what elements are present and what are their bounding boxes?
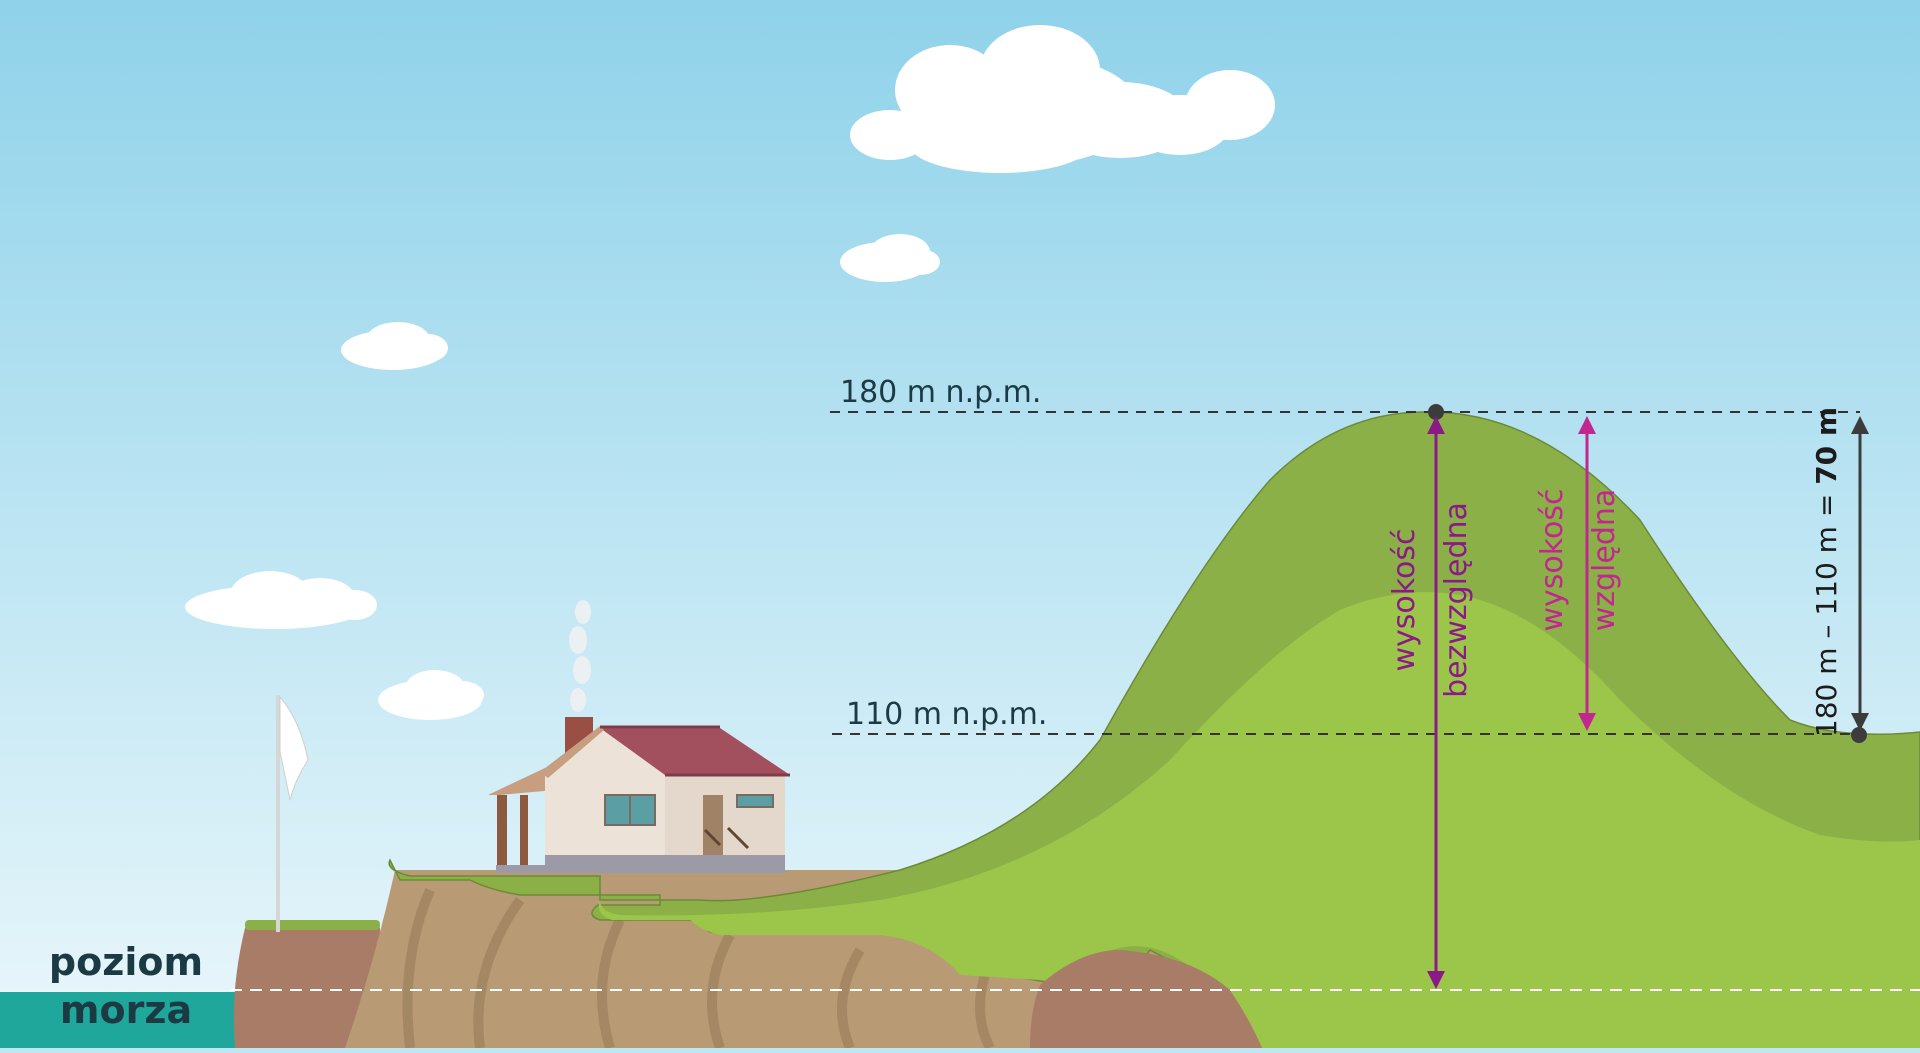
hill-rock <box>1030 950 1262 1048</box>
summit-point <box>1428 404 1444 420</box>
absolute-height-label-line2: bezwzględna <box>1439 502 1474 698</box>
cloud-small-1 <box>840 234 940 282</box>
clouds <box>185 25 1275 720</box>
flag-icon <box>276 695 309 932</box>
level-label-110: 110 m n.p.m. <box>846 697 1047 732</box>
level-label-180: 180 m n.p.m. <box>840 375 1041 410</box>
smoke <box>569 600 591 712</box>
absolute-height-label-line1: wysokość <box>1387 528 1422 671</box>
cloud-small-3 <box>185 571 377 629</box>
house-icon <box>488 717 790 873</box>
relative-height-label-line2: względna <box>1587 489 1622 632</box>
relative-height-label-line1: wysokość <box>1535 488 1570 631</box>
difference-calc-result: 70 m <box>1810 407 1843 485</box>
cloud-small-2 <box>341 322 448 370</box>
small-cliff-grass <box>245 920 380 930</box>
difference-calc-prefix: 180 m – 110 m = <box>1810 485 1843 737</box>
sea-level-label-line1: poziom <box>49 940 203 984</box>
small-cliff <box>233 928 380 1048</box>
cloud-large <box>850 25 1275 173</box>
difference-calculation: 180 m – 110 m = 70 m <box>1810 407 1843 737</box>
cloud-small-4 <box>378 670 484 720</box>
valley-point <box>1851 727 1867 743</box>
sea-level-label-line2: morza <box>60 988 192 1032</box>
